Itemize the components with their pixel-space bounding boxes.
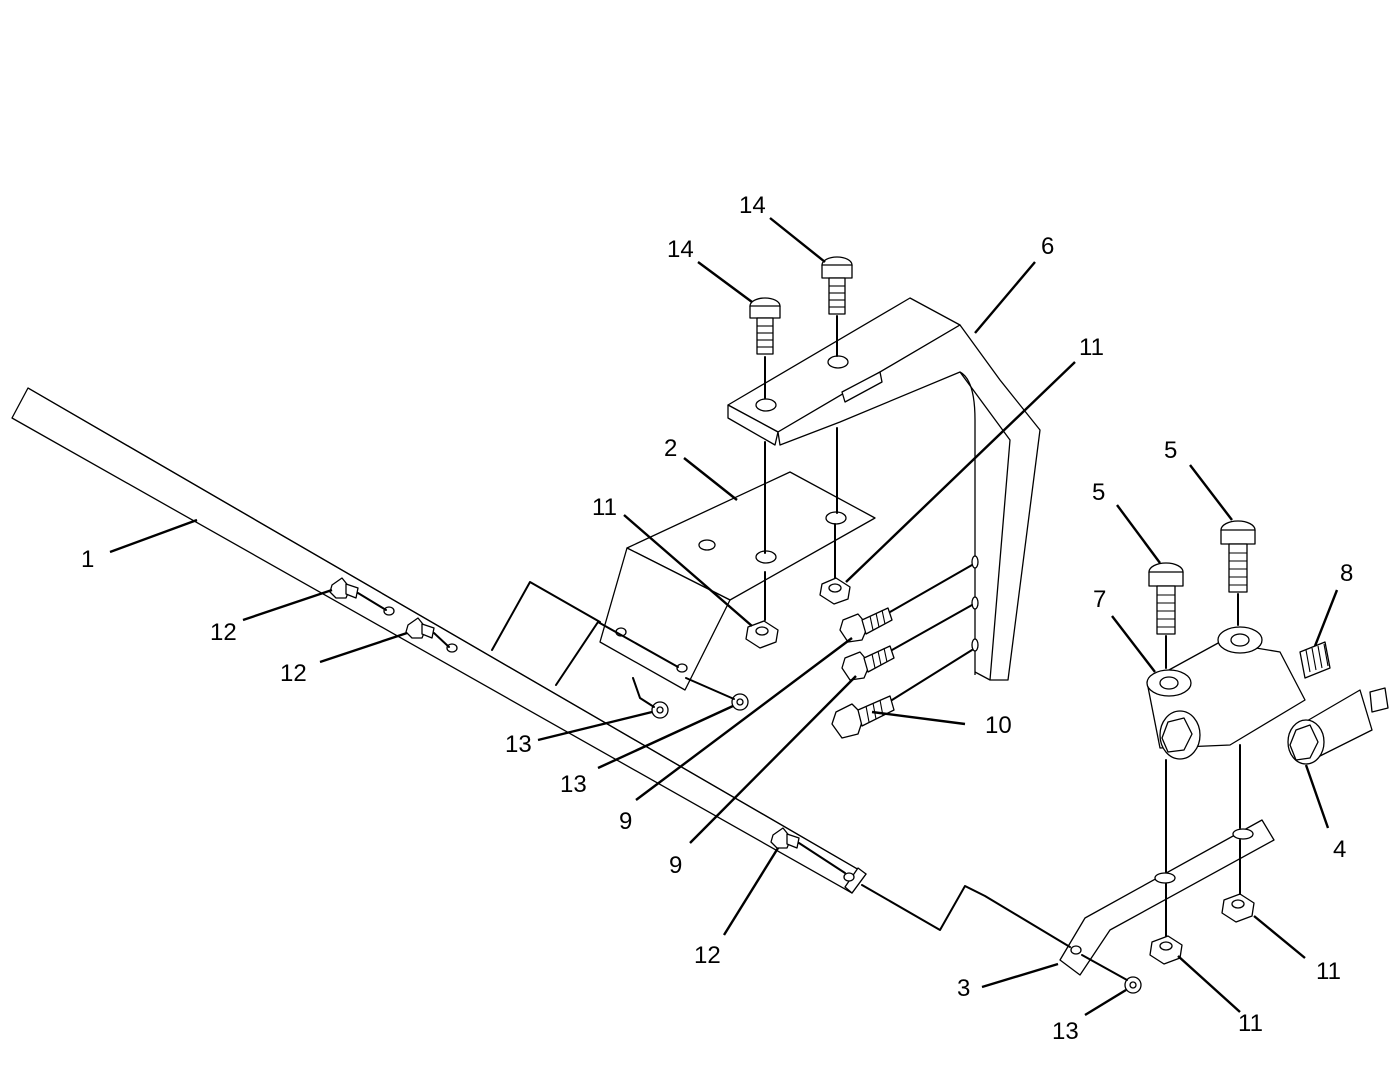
bolt-10: [831, 695, 895, 739]
callout-4: 4: [1333, 836, 1346, 863]
callout-12-c: 12: [694, 942, 721, 969]
bolt-14-left: [749, 297, 781, 355]
bolt-5-right: [1220, 520, 1256, 593]
bolt-14-right: [821, 256, 853, 315]
callout-13-a: 13: [505, 731, 532, 758]
nut-11-link-left: [1149, 935, 1183, 965]
assembly-guide-lines: [357, 315, 1241, 981]
bolt-12-b: [405, 617, 435, 639]
callout-5-left: 5: [1092, 479, 1105, 506]
nut-13-b: [731, 693, 749, 711]
bolt-12-a: [329, 577, 359, 599]
leader-lines: [109, 217, 1339, 1017]
bolt-9-upper: [839, 607, 893, 643]
callout-3: 3: [957, 975, 970, 1002]
callout-9-upper: 9: [619, 808, 632, 835]
bracket: [727, 297, 1041, 681]
nut-11-bracket: [819, 577, 851, 605]
callout-labels: 1 2 3 4 5 5 6 7 8 9 9 10 11 11 11 11 12 …: [81, 192, 1353, 1045]
callout-8: 8: [1340, 560, 1353, 587]
callout-12-b: 12: [280, 660, 307, 687]
nut-13-c: [1124, 976, 1142, 994]
callout-11-link-left: 11: [1238, 1010, 1263, 1037]
callout-14-left: 14: [667, 236, 694, 263]
nut-13-a: [651, 701, 669, 719]
nut-11-link-right: [1221, 893, 1255, 923]
callout-13-b: 13: [560, 771, 587, 798]
pivot-housing: [1146, 626, 1389, 765]
callout-12-a: 12: [210, 619, 237, 646]
control-rod: [11, 387, 867, 894]
callout-6: 6: [1041, 233, 1054, 260]
mounting-plate: [599, 471, 876, 691]
callout-11-bracket: 11: [1079, 334, 1104, 361]
callout-11-plate: 11: [592, 494, 617, 521]
bolt-12-c: [770, 827, 800, 849]
bolt-9-lower: [841, 645, 895, 681]
callout-9-lower: 9: [669, 852, 682, 879]
bolt-5-left: [1148, 562, 1184, 635]
callout-5-right: 5: [1164, 437, 1177, 464]
callout-10: 10: [985, 712, 1012, 739]
callout-13-c: 13: [1052, 1018, 1079, 1045]
callout-1: 1: [81, 546, 94, 573]
callout-7: 7: [1093, 586, 1106, 613]
nut-11-plate: [745, 620, 779, 649]
threaded-stud-8: [1305, 643, 1329, 673]
callout-2: 2: [664, 435, 677, 462]
callout-11-link-right: 11: [1316, 958, 1341, 985]
callout-14-right: 14: [739, 192, 766, 219]
